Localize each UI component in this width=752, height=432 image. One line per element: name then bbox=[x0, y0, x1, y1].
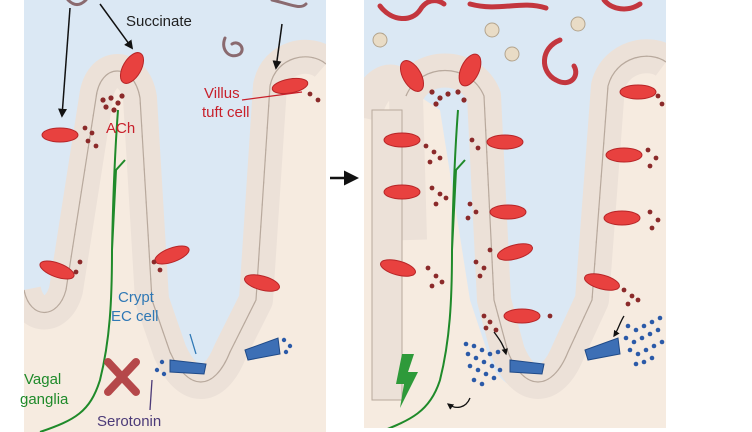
villus-label-line1: Villus bbox=[204, 85, 240, 102]
tuft-cell bbox=[584, 273, 620, 291]
serotonin-dots bbox=[154, 337, 293, 377]
tuft-cell bbox=[244, 274, 280, 292]
crypt-label-line1: Crypt bbox=[118, 289, 155, 306]
ec-cell bbox=[584, 337, 621, 361]
tuft-cell bbox=[458, 53, 482, 87]
tuft-cell bbox=[605, 147, 643, 163]
ach-dots bbox=[73, 91, 321, 275]
succinate-label-bg bbox=[126, 10, 210, 30]
ec-cell bbox=[169, 359, 207, 375]
vagal-label-line2: ganglia bbox=[20, 391, 69, 408]
vagal-nerve bbox=[387, 109, 466, 428]
tuft-cell bbox=[383, 184, 421, 200]
crypt-pointer bbox=[189, 333, 197, 355]
crypt-label-line2: EC cell bbox=[111, 308, 159, 325]
tuft-cell bbox=[39, 260, 75, 280]
worm-icon bbox=[377, 0, 643, 86]
worm-icon bbox=[66, 0, 308, 58]
block-cross-icon bbox=[104, 358, 140, 396]
lightning-icon bbox=[396, 354, 418, 408]
tuft-cell bbox=[41, 127, 79, 143]
succinate-arrows bbox=[58, 3, 283, 118]
serotonin-pointer bbox=[149, 379, 153, 411]
tuft-cell bbox=[503, 308, 541, 324]
epithelium-edge bbox=[371, 109, 403, 401]
panel-before bbox=[24, 0, 326, 432]
succinate-label: Succinate bbox=[126, 13, 192, 30]
tuft-cell bbox=[119, 52, 145, 84]
ec-cell bbox=[509, 359, 545, 375]
signal-arrows bbox=[446, 315, 625, 410]
tuft-cell bbox=[619, 84, 657, 100]
tuft-cell bbox=[399, 60, 425, 92]
tuft-cell bbox=[380, 259, 416, 277]
serotonin-label: Serotonin bbox=[97, 413, 161, 430]
tuft-cell bbox=[383, 132, 421, 148]
vagal-label-line1: Vagal bbox=[24, 371, 61, 388]
villus-pointer bbox=[241, 91, 303, 101]
serotonin-dots bbox=[463, 315, 665, 387]
tuft-cell bbox=[603, 210, 641, 226]
villus-label-line2: tuft cell bbox=[202, 104, 250, 121]
panel-after bbox=[364, 0, 666, 428]
tuft-cell bbox=[486, 134, 524, 150]
tuft-cell bbox=[489, 204, 527, 220]
egg-icon bbox=[372, 16, 586, 62]
ach-dots bbox=[423, 89, 665, 333]
ach-label: ACh bbox=[106, 120, 135, 137]
vagal-nerve bbox=[39, 109, 126, 432]
ec-cell bbox=[244, 337, 281, 361]
tuft-cell bbox=[497, 243, 533, 261]
